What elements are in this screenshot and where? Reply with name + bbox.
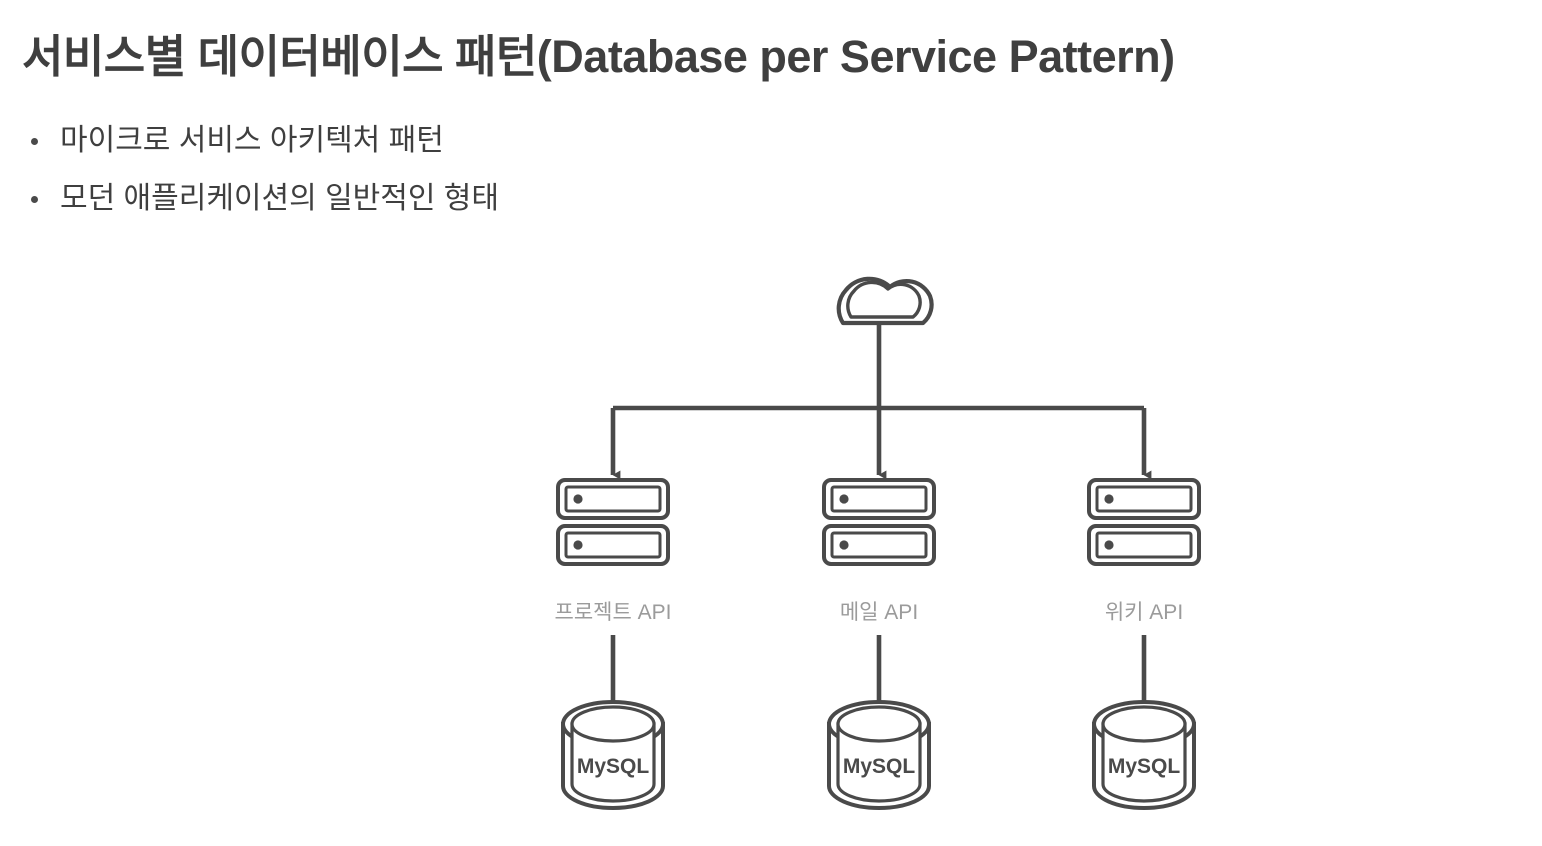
bullet-marker-icon <box>31 195 38 203</box>
database-label-wiki: MySQL <box>1108 755 1181 778</box>
service-label-project: 프로젝트 API <box>555 601 672 624</box>
bullet-text: 마이크로 서비스 아키텍처 패턴 <box>60 124 444 157</box>
database-label-project: MySQL <box>577 755 650 778</box>
architecture-diagram: 프로젝트 API MySQL 메일 API <box>0 235 1542 846</box>
database-cylinder-icon <box>827 700 931 810</box>
bullet-marker-icon <box>31 137 38 145</box>
list-item: 모던 애플리케이션의 일반적인 형태 <box>22 170 1022 228</box>
database-cylinder-icon <box>1092 700 1196 810</box>
server-rack-icon <box>822 478 936 566</box>
database-node-project: MySQL <box>561 700 665 810</box>
service-node-project: 프로젝트 API <box>555 478 672 624</box>
service-label-wiki: 위키 API <box>1105 601 1183 624</box>
server-rack-icon <box>1087 478 1201 566</box>
service-node-wiki: 위키 API <box>1087 478 1201 624</box>
bullet-list: 마이크로 서비스 아키텍처 패턴 모던 애플리케이션의 일반적인 형태 <box>22 112 1022 228</box>
database-label-mail: MySQL <box>843 755 916 778</box>
list-item: 마이크로 서비스 아키텍처 패턴 <box>22 112 1022 170</box>
cloud-icon <box>836 276 934 326</box>
database-cylinder-icon <box>561 700 665 810</box>
server-rack-icon <box>556 478 670 566</box>
page-title: 서비스별 데이터베이스 패턴(Database per Service Patt… <box>22 31 1175 82</box>
database-node-mail: MySQL <box>827 700 931 810</box>
bullet-text: 모던 애플리케이션의 일반적인 형태 <box>60 182 500 215</box>
service-node-mail: 메일 API <box>822 478 936 624</box>
database-node-wiki: MySQL <box>1092 700 1196 810</box>
service-label-mail: 메일 API <box>840 601 918 624</box>
